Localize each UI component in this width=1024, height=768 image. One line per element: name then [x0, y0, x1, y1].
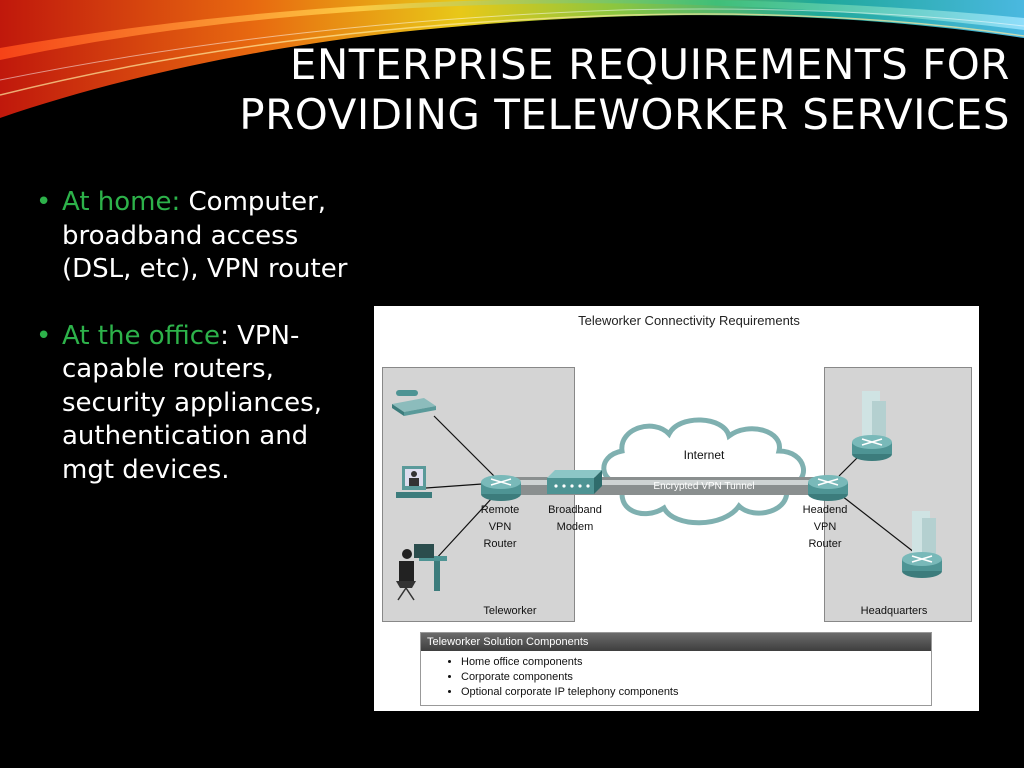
- broadband-modem-icon: [547, 470, 602, 494]
- teleworker-label: Teleworker: [483, 605, 537, 617]
- internet-label: Internet: [683, 448, 725, 462]
- slide-title-line1: ENTERPRISE REQUIREMENTS FOR: [289, 40, 1010, 89]
- diagram-title: Teleworker Connectivity Requirements: [578, 313, 800, 328]
- teleworker-person-icon: [396, 544, 447, 601]
- components-legend: Teleworker Solution Components Home offi…: [420, 632, 932, 706]
- video-endpoint-icon: [396, 466, 432, 498]
- internet-cloud-icon: [601, 417, 806, 526]
- decorative-swoosh: [0, 0, 1024, 118]
- diagram-graphics: [392, 390, 942, 601]
- bullet-list: • At home: Computer, broadband access (D…: [36, 186, 356, 520]
- legend-item: Home office components: [461, 655, 931, 670]
- legend-item: Corporate components: [461, 670, 931, 685]
- bullet-home-text: Computer, broadband access (DSL, etc), V…: [62, 187, 348, 284]
- bullet-office: • At the office: VPN-capable routers, se…: [36, 320, 356, 488]
- slide-title-line2: PROVIDING TELEWORKER SERVICES: [239, 90, 1010, 139]
- headquarters-panel: [824, 367, 972, 622]
- headend-router-icon: [808, 475, 848, 501]
- bullet-home: • At home: Computer, broadband access (D…: [36, 186, 356, 287]
- network-diagram: Teleworker Connectivity Requirements: [374, 306, 979, 711]
- bullet-home-heading: At home:: [62, 187, 181, 217]
- hq-building-icon: [912, 511, 936, 558]
- hq-router-icon: [852, 435, 892, 461]
- hq-router-icon: [902, 552, 942, 578]
- slide-title: ENTERPRISE REQUIREMENTS FOR PROVIDING TE…: [50, 40, 1010, 140]
- bullet-dot-icon: •: [36, 320, 52, 351]
- bullet-dot-icon: •: [36, 187, 52, 217]
- remote-router-icon: [481, 475, 521, 501]
- bullet-office-text: : VPN-capable routers, security applianc…: [62, 320, 322, 485]
- ip-phone-icon: [392, 390, 436, 416]
- hq-building-icon: [862, 391, 886, 441]
- headquarters-label: Headquarters: [860, 605, 928, 617]
- bullet-office-heading: At the office: [62, 320, 221, 351]
- legend-title: Teleworker Solution Components: [421, 633, 931, 651]
- tunnel-label: Encrypted VPN Tunnel: [653, 481, 755, 492]
- legend-item: Optional corporate IP telephony componen…: [461, 685, 931, 700]
